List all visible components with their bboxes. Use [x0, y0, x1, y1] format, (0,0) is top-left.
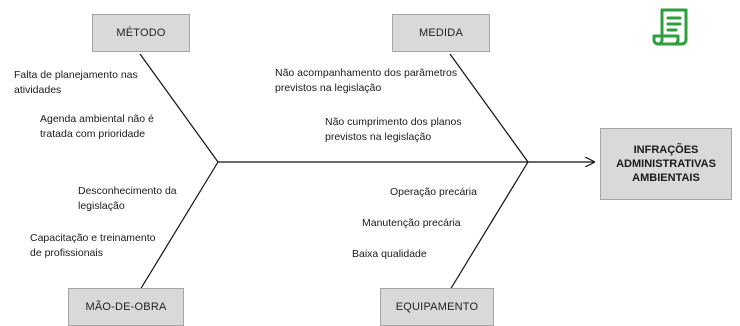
cause-line: Baixa qualidade — [352, 248, 427, 260]
cause-equipamento-3: Baixa qualidade — [352, 247, 427, 262]
category-metodo: MÉTODO — [92, 14, 190, 52]
cause-line: Não cumprimento dos planos — [325, 116, 462, 128]
bone-metodo — [139, 53, 219, 163]
cause-equipamento-1: Operação precária — [390, 185, 477, 200]
cause-medida-2: Não cumprimento dos planos previstos na … — [325, 115, 462, 145]
cause-mao-de-obra-1: Desconhecimento da legislação — [78, 184, 177, 214]
document-icon — [652, 8, 688, 46]
effect-line-3: AMBIENTAIS — [632, 172, 700, 184]
cause-line: Operação precária — [390, 186, 477, 198]
cause-equipamento-2: Manutenção precária — [362, 216, 461, 231]
cause-medida-1: Não acompanhamento dos parâmetros previs… — [275, 66, 458, 96]
category-medida: MEDIDA — [392, 14, 490, 52]
category-medida-label: MEDIDA — [419, 27, 463, 39]
cause-line: atividades — [14, 84, 62, 96]
cause-metodo-1: Falta de planejamento nas atividades — [14, 68, 138, 98]
cause-line: Falta de planejamento nas — [14, 69, 138, 81]
cause-line: Agenda ambiental não é — [40, 113, 154, 125]
effect-box: INFRAÇÕES ADMINISTRATIVAS AMBIENTAIS — [600, 128, 732, 200]
effect-line-2: ADMINISTRATIVAS — [616, 158, 716, 170]
cause-mao-de-obra-2: Capacitação e treinamento de profissiona… — [30, 231, 156, 261]
cause-line: de profissionais — [30, 247, 103, 259]
cause-line: previstos na legislação — [275, 82, 382, 94]
category-mao-de-obra-label: MÃO-DE-OBRA — [85, 301, 167, 313]
category-metodo-label: MÉTODO — [116, 27, 166, 39]
bone-medida — [449, 53, 529, 163]
cause-line: previstos na legislação — [325, 131, 432, 143]
cause-line: Capacitação e treinamento — [30, 232, 156, 244]
category-equipamento: EQUIPAMENTO — [380, 288, 494, 326]
cause-line: tratada com prioridade — [40, 128, 146, 140]
bone-mao-de-obra — [139, 161, 219, 291]
bone-equipamento — [449, 161, 529, 291]
category-mao-de-obra: MÃO-DE-OBRA — [68, 288, 184, 326]
cause-line: Não acompanhamento dos parâmetros — [275, 67, 458, 79]
effect-line-1: INFRAÇÕES — [633, 144, 699, 156]
cause-line: Manutenção precária — [362, 217, 461, 229]
cause-line: Desconhecimento da — [78, 185, 177, 197]
category-equipamento-label: EQUIPAMENTO — [395, 301, 479, 313]
cause-metodo-2: Agenda ambiental não é tratada com prior… — [40, 112, 154, 142]
cause-line: legislação — [78, 200, 125, 212]
